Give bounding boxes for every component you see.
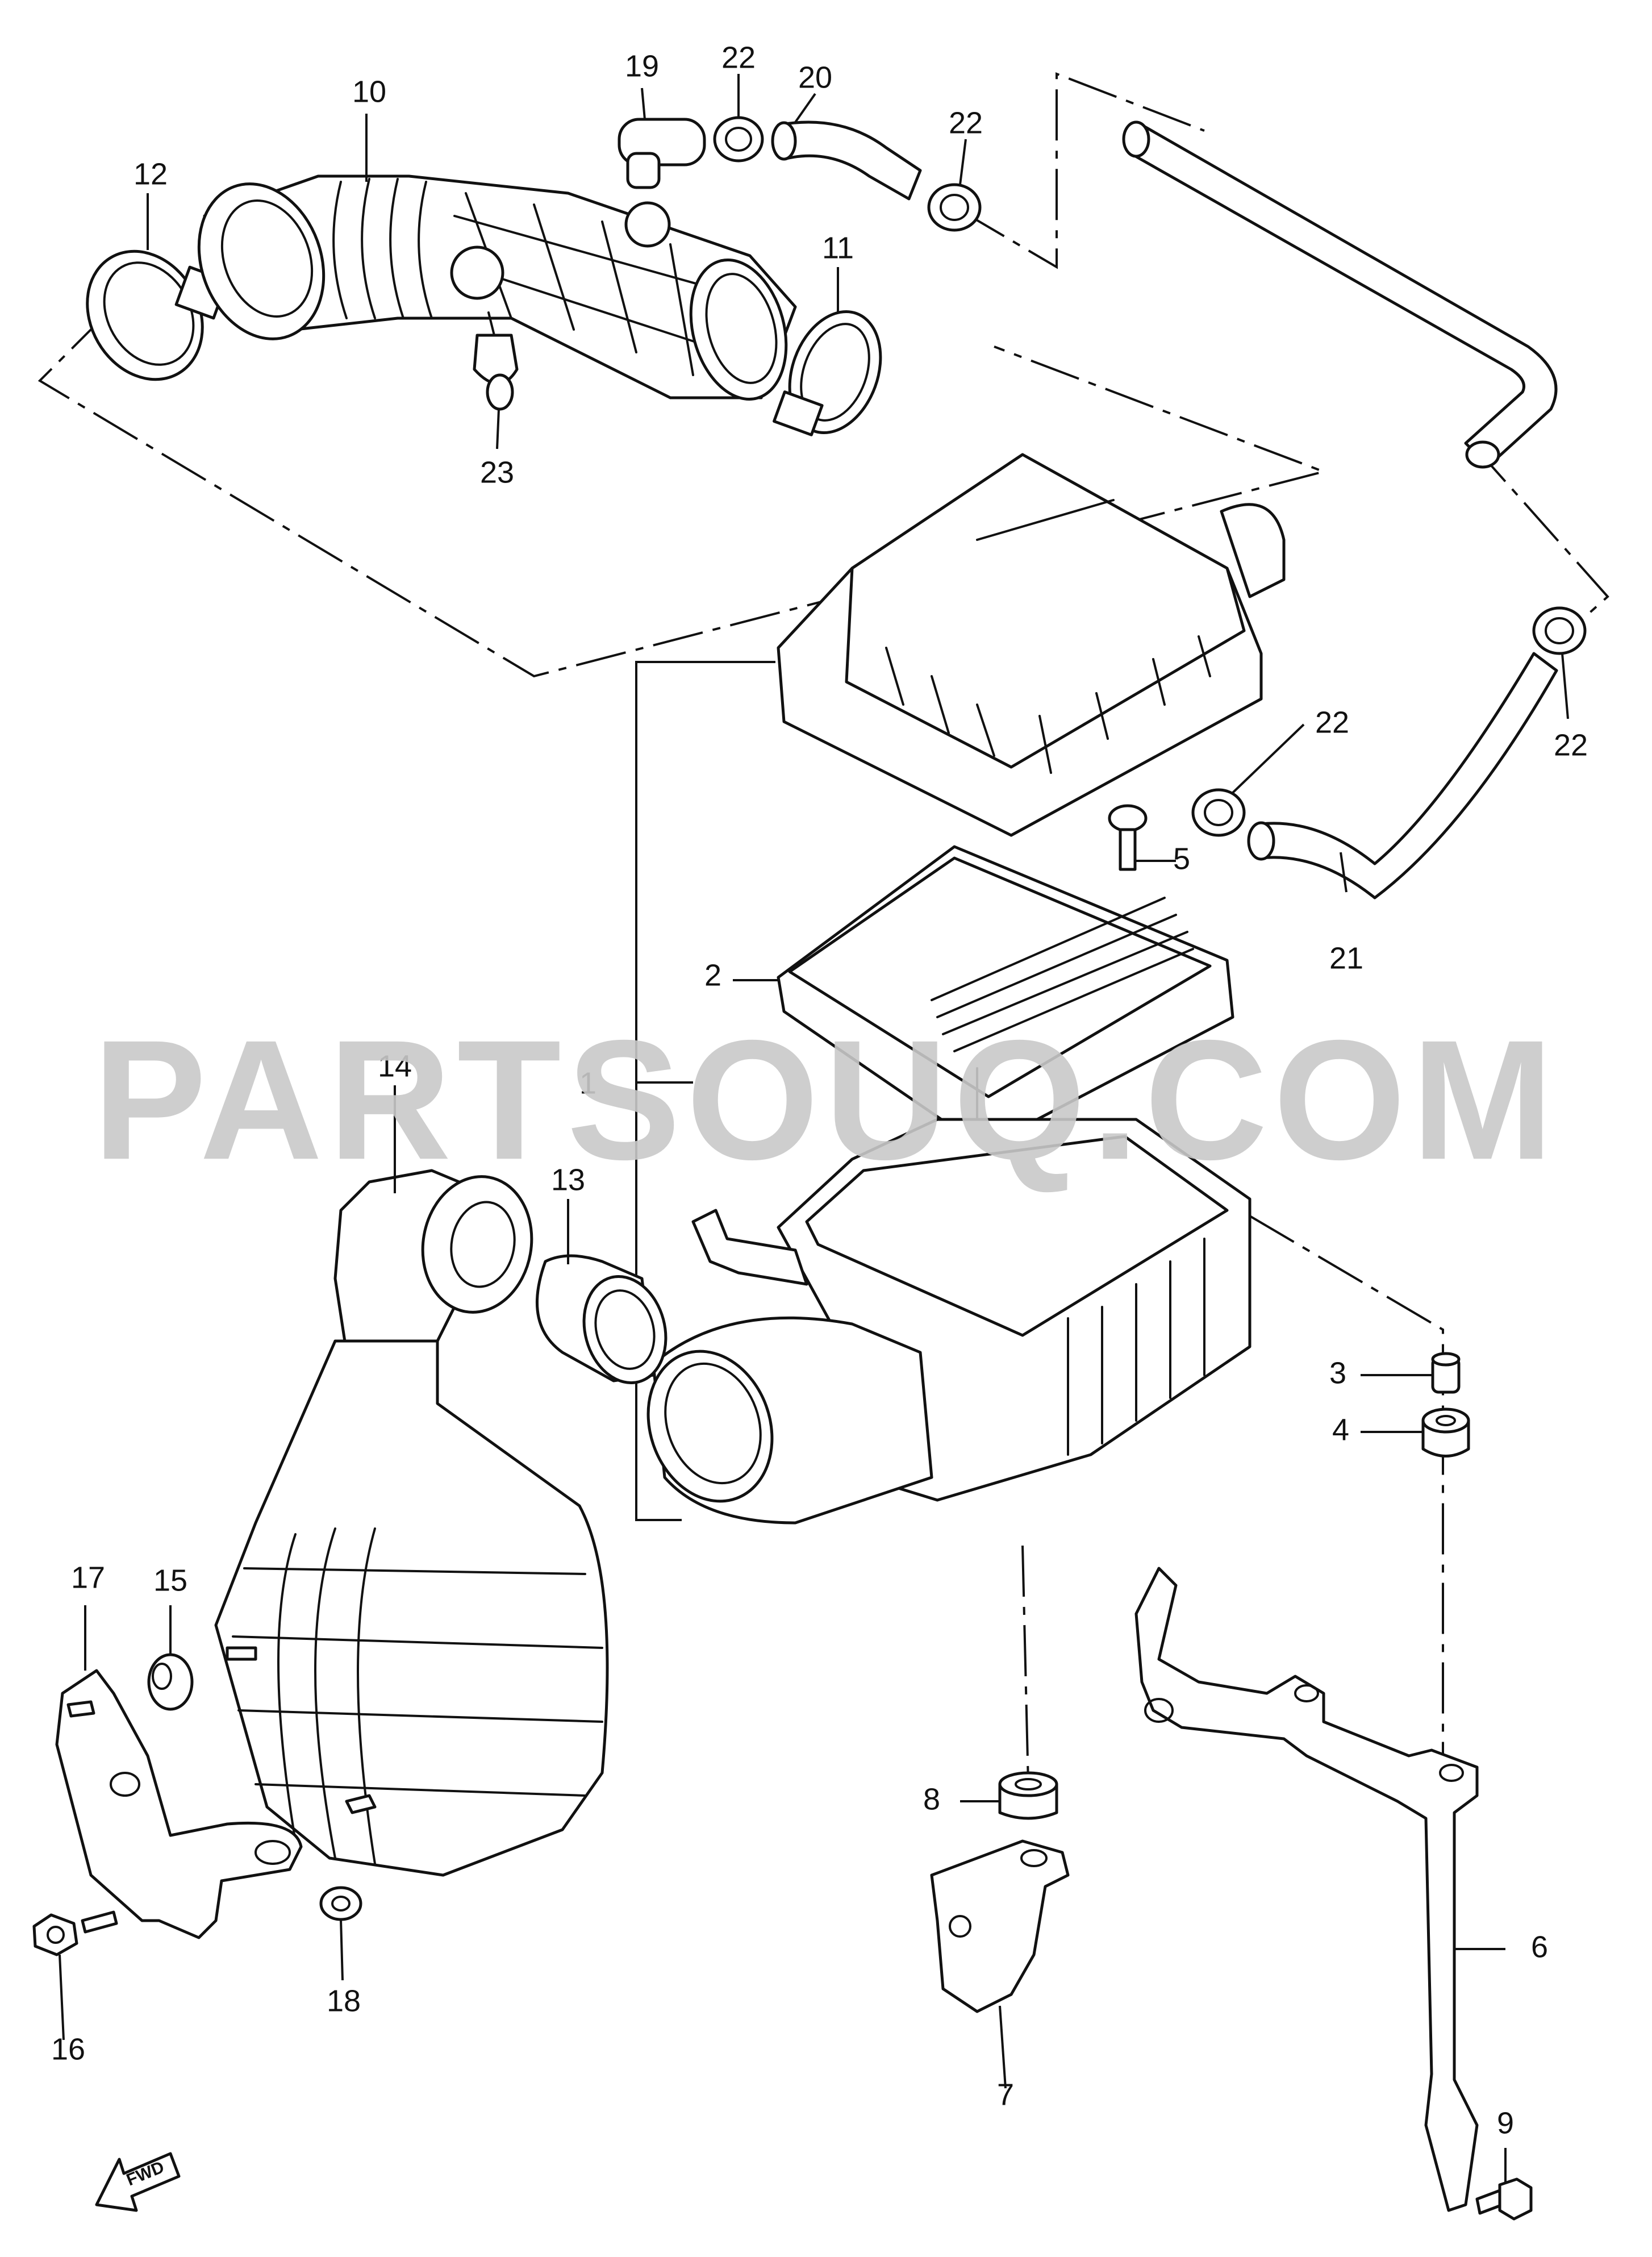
callout-14: 14: [378, 1049, 412, 1083]
part-7-bracket[interactable]: [930, 1839, 1070, 2013]
callout-22-c: 22: [1554, 728, 1588, 762]
callout-22-a: 22: [721, 40, 756, 74]
callout-6: 6: [1531, 1930, 1548, 1964]
part-22-clip-c[interactable]: [1532, 606, 1587, 655]
part-16-nut[interactable]: [32, 1910, 118, 1956]
part-11-clamp[interactable]: [773, 299, 896, 445]
callout-1: 1: [579, 1066, 596, 1100]
part-15-grommet[interactable]: [147, 1653, 194, 1711]
air-cleaner-cap[interactable]: [777, 453, 1286, 837]
callout-22-d: 22: [1315, 705, 1349, 739]
part-19-connector[interactable]: [618, 118, 706, 189]
callout-7: 7: [997, 2077, 1014, 2112]
callout-5: 5: [1173, 842, 1190, 876]
part-22-clip-a[interactable]: [713, 116, 764, 163]
callout-4: 4: [1332, 1413, 1349, 1447]
callout-20: 20: [798, 60, 832, 94]
part-23-valve[interactable]: [473, 311, 519, 411]
callout-21: 21: [1329, 941, 1363, 975]
fwd-arrow-icon: FWD: [95, 2152, 181, 2212]
callout-16: 16: [51, 2032, 85, 2066]
part-22-clip-b[interactable]: [927, 183, 982, 232]
part-1-bracket: [635, 661, 775, 1521]
part-10-intake-hose[interactable]: [178, 166, 800, 410]
air-cleaner-case-lower[interactable]: [628, 1118, 1251, 1525]
callout-9: 9: [1497, 2106, 1514, 2140]
part-9-bolt[interactable]: [1475, 2177, 1533, 2221]
callout-18: 18: [327, 1984, 361, 2018]
breather-pipe[interactable]: [1122, 120, 1558, 469]
callout-12: 12: [134, 157, 168, 191]
leader-lines: [59, 74, 1569, 2182]
part-8-mount-rubber[interactable]: [998, 1771, 1058, 1820]
callout-labels: 1 2 3 4 5 6 7 8 9 10 11 12 13 14 15 16 1…: [51, 40, 1588, 2140]
callout-15: 15: [153, 1563, 187, 1597]
part-3-collar[interactable]: [1431, 1352, 1461, 1394]
part-22-clip-d[interactable]: [1191, 788, 1246, 837]
part-20-hose[interactable]: [771, 120, 922, 201]
part-14-resonator[interactable]: [214, 1168, 609, 1877]
part-5-bolt[interactable]: [1108, 804, 1148, 871]
part-6-bracket[interactable]: [1134, 1567, 1479, 2212]
part-21-hose[interactable]: [1247, 652, 1558, 900]
part-13-connector-hose[interactable]: [535, 1254, 677, 1392]
callout-13: 13: [551, 1163, 585, 1197]
part-4-grommet[interactable]: [1421, 1407, 1470, 1458]
part-2-filter-element[interactable]: [777, 845, 1234, 1150]
part-17-bracket[interactable]: [55, 1669, 303, 1939]
callout-2: 2: [704, 958, 721, 992]
callout-10: 10: [352, 74, 386, 109]
callout-22-b: 22: [949, 106, 983, 140]
callout-11: 11: [822, 231, 854, 265]
part-18-clip[interactable]: [319, 1886, 362, 1921]
callout-23: 23: [480, 455, 514, 489]
callout-3: 3: [1329, 1356, 1346, 1390]
watermark-text: PARTSOUQ.COM: [93, 1004, 1559, 1195]
callout-8: 8: [923, 1782, 940, 1816]
callout-19: 19: [625, 49, 659, 83]
callout-17: 17: [71, 1560, 105, 1594]
